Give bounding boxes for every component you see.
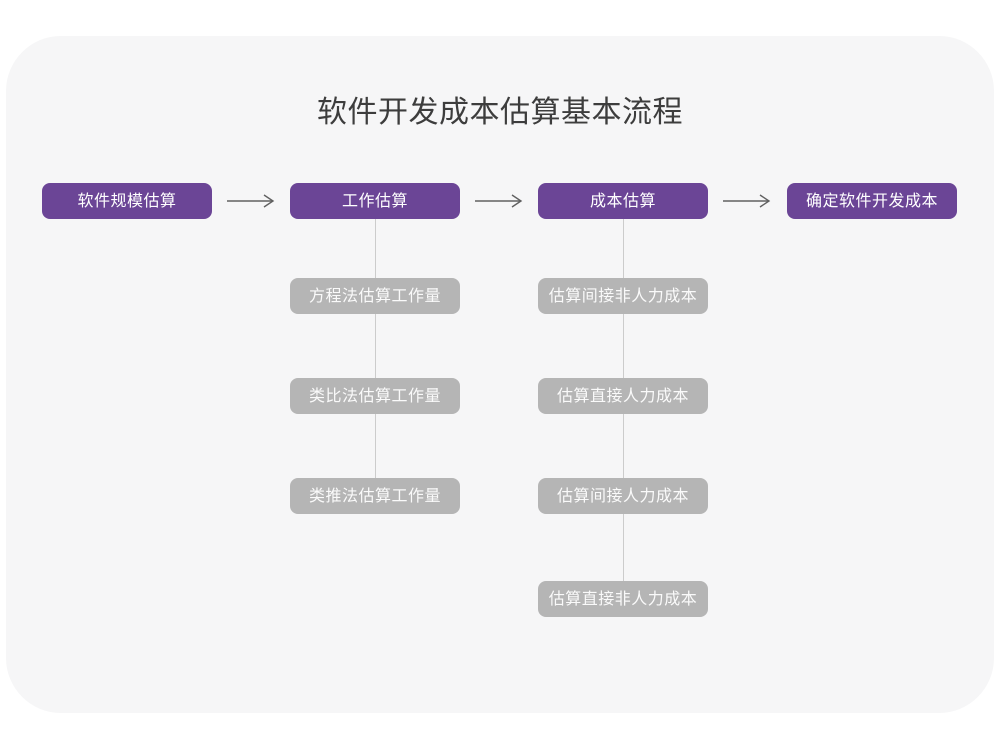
subnode-direct-non-labor-cost: 估算直接非人力成本: [538, 581, 708, 617]
connector-line-work-estimation: [374, 219, 376, 482]
subnode-equation-method: 方程法估算工作量: [290, 278, 460, 314]
flowchart-card: [6, 36, 994, 713]
node-cost-estimation: 成本估算: [538, 183, 708, 219]
subnode-indirect-labor-cost: 估算间接人力成本: [538, 478, 708, 514]
flow-arrow-icon: [475, 194, 523, 208]
subnode-extrapolation-method: 类推法估算工作量: [290, 478, 460, 514]
flow-arrow-icon: [723, 194, 771, 208]
flow-arrow-icon: [227, 194, 275, 208]
node-determine-software-dev-cost: 确定软件开发成本: [787, 183, 957, 219]
subnode-analogy-method: 类比法估算工作量: [290, 378, 460, 414]
node-work-estimation: 工作估算: [290, 183, 460, 219]
diagram-title: 软件开发成本估算基本流程: [317, 95, 683, 130]
subnode-indirect-non-labor-cost: 估算间接非人力成本: [538, 278, 708, 314]
node-software-scale-estimation: 软件规模估算: [42, 183, 212, 219]
subnode-direct-labor-cost: 估算直接人力成本: [538, 378, 708, 414]
